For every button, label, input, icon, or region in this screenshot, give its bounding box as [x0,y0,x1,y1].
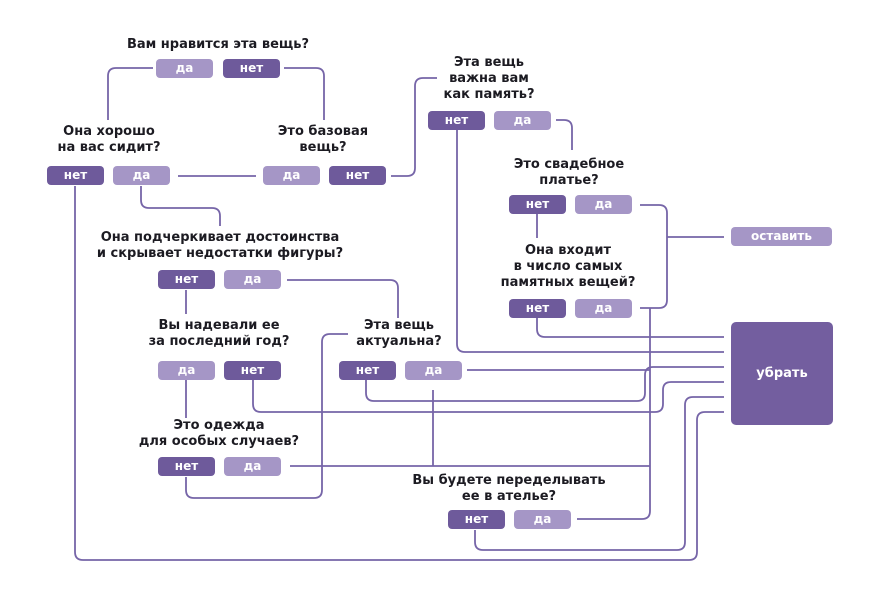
basic-no-button[interactable]: нет [329,166,386,185]
question-special: Это одежда для особых случаев? [138,418,300,449]
connector-like-no [284,67,325,120]
special-no-button[interactable]: нет [158,457,215,476]
question-flatter: Она подчеркивает достоинства и скрывает … [96,230,344,261]
wedding-yes-button[interactable]: да [575,195,632,214]
connector-alter-no [474,396,724,551]
memorable-no-button[interactable]: нет [509,299,566,318]
worn-yes-button[interactable]: да [158,361,215,380]
question-basic: Это базовая вещь? [277,124,369,155]
alter-yes-button[interactable]: да [514,510,571,529]
question-memorable: Она входит в число самых памятных вещей? [500,243,636,290]
fits-yes-button[interactable]: да [113,166,170,185]
connector-memory-yes [556,119,573,150]
special-yes-button[interactable]: да [224,457,281,476]
connector-alter-yes [577,308,651,520]
question-worn: Вы надевали ее за последний год? [148,318,290,349]
connector-fits-no [74,186,724,561]
memorable-yes-button[interactable]: да [575,299,632,318]
connector-worn-no [252,380,724,413]
keep-outcome: оставить [731,227,832,246]
remove-outcome: убрать [731,322,833,425]
flatter-no-button[interactable]: нет [158,270,215,289]
question-wedding: Это свадебное платье? [513,157,625,188]
connector-special-no [185,333,348,499]
connector-memory-no [456,130,724,353]
connector-flatter-yes [287,279,399,318]
question-fits: Она хорошо на вас сидит? [57,124,161,155]
relevant-no-button[interactable]: нет [339,361,396,380]
wedding-no-button[interactable]: нет [509,195,566,214]
relevant-yes-button[interactable]: да [405,361,462,380]
memory-no-button[interactable]: нет [428,111,485,130]
like-no-button[interactable]: нет [223,59,280,78]
like-yes-button[interactable]: да [156,59,213,78]
connector-basic-no [391,77,437,177]
flatter-yes-button[interactable]: да [224,270,281,289]
basic-yes-button[interactable]: да [263,166,320,185]
connector-relevant-no [365,366,724,402]
connector-memorable-no [536,318,724,338]
connector-to-keep [640,204,724,309]
alter-no-button[interactable]: нет [448,510,505,529]
memory-yes-button[interactable]: да [494,111,551,130]
question-memory: Эта вещь важна вам как память? [443,55,535,102]
fits-no-button[interactable]: нет [47,166,104,185]
question-alter: Вы будете переделывать ее в ателье? [412,473,606,504]
connector-like-yes [107,67,153,120]
connector-fits-yes [140,186,221,226]
question-like: Вам нравится эта вещь? [126,37,310,52]
question-relevant: Эта вещь актуальна? [356,318,442,349]
worn-no-button[interactable]: нет [224,361,281,380]
